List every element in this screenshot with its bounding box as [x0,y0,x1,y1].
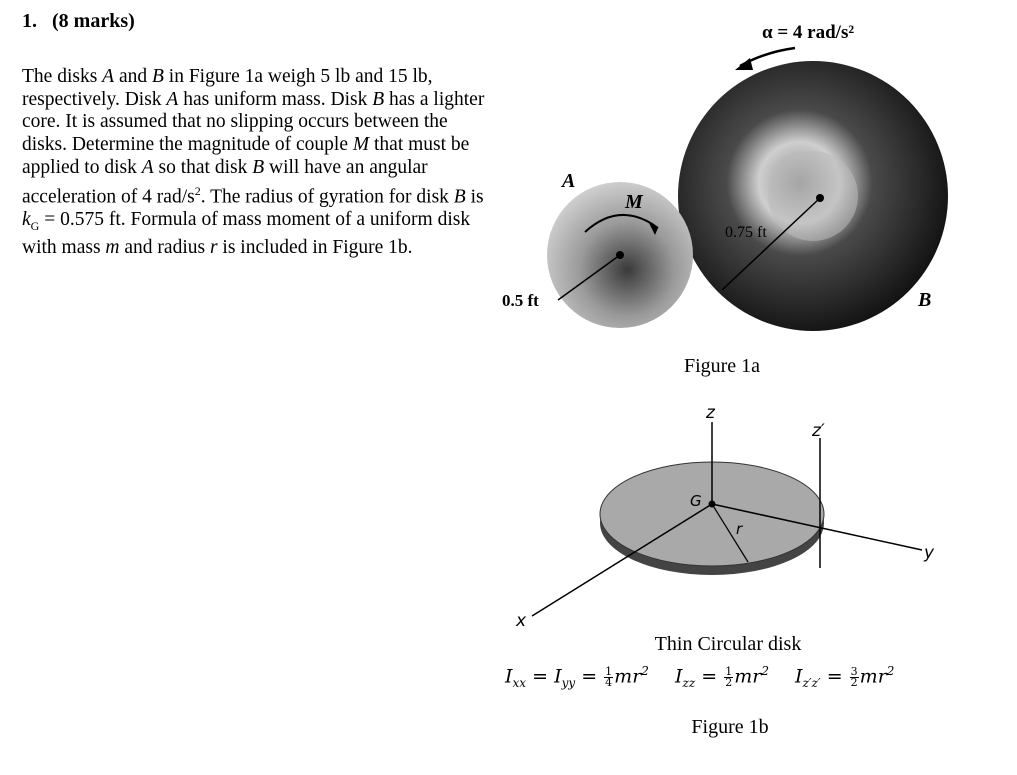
problem-segment: A [141,156,154,178]
problem-segment: will have an angular acceleration of 4 r… [22,156,428,208]
ixx-sub: xx [512,676,527,691]
equals: = [532,665,549,688]
problem-segment: A [166,88,179,110]
mr-term: mr [859,665,887,688]
problem-segment: B [252,156,265,178]
iyy-symbol: I [554,665,562,688]
problem-segment: = 0.575 ft. Formula of mass moment of a … [22,208,471,259]
problem-segment: has a lighter core. It is assumed that n… [22,88,485,156]
problem-segment: B [453,186,466,208]
center-g [708,500,716,508]
problem-segment: is included in Figure 1b. [217,237,413,259]
frac-num: 3 [849,664,859,678]
problem-segment: The disks [22,66,103,87]
exponent: 2 [761,664,769,678]
problem-segment: r [209,237,218,259]
frac-num: 1 [604,664,614,678]
couple-arrowhead [648,221,658,235]
problem-segment: M [352,134,370,156]
exponent: 2 [641,664,649,678]
problem-segment: and [114,66,152,87]
question-marks: (8 marks) [52,10,135,32]
label-y: y [923,543,935,563]
problem-segment: m [105,237,120,259]
problem-segment: has uniform mass. Disk [178,88,373,110]
radius-line-b [721,197,821,291]
radius-line-r [711,503,749,563]
figure-1a: α = 4 rad/s² A M 0.5 ft 0.75 ft B Figure… [502,22,948,377]
izpzp-sub: z′z′ [802,676,821,691]
center-a [616,251,624,259]
problem-segment: that must be applied to disk [22,134,470,178]
disk-b-core [768,151,858,241]
frac-den: 2 [850,675,858,689]
problem-segment: B [372,88,385,110]
shape-name: Thin Circular disk [655,633,802,655]
figure-1b: z z′ y x G r Thin Circular disk [515,403,935,655]
question-number: 1. [22,10,37,32]
problem-segment: is [465,186,484,208]
figure-1b-caption: Figure 1b [691,716,769,738]
x-axis [531,503,713,617]
mr-term: mr [614,665,642,688]
problem-segment: 2 [194,183,201,198]
label-m: M [624,191,644,213]
label-radius-a: 0.5 ft [502,291,539,310]
equals: = [701,665,718,688]
label-z-prime: z′ [811,421,825,441]
exponent: 2 [886,664,895,678]
problem-segment: and radius [119,237,210,259]
label-z: z [705,403,716,423]
label-radius-b: 0.75 ft [725,224,767,241]
label-a: A [560,170,575,192]
problem-statement: The disks A and B in Figure 1a weigh 5 l… [22,66,492,260]
problem-segment: B [152,66,164,87]
equals: = [826,665,843,688]
izz-sub: zz [682,676,696,691]
problem-segment: A [102,66,115,87]
label-b: B [917,289,931,311]
equals: = [581,665,598,688]
problem-segment: . The radius of gyration for disk [200,186,454,208]
problem-segment: k [22,208,31,230]
izz-symbol: I [675,665,683,688]
ixx-symbol: I [505,665,513,688]
iyy-sub: yy [561,676,576,691]
figure-1a-caption: Figure 1a [684,355,760,377]
problem-segment: so that disk [153,156,253,178]
label-r: r [736,520,743,538]
label-g: G [690,492,702,510]
question-heading: 1. (8 marks) [22,10,135,33]
frac-den: 4 [605,675,613,689]
problem-segment: in Figure 1a weigh 5 lb and 15 lb, respe… [22,66,433,110]
frac-num: 1 [724,664,734,678]
frac-den: 2 [725,675,733,689]
y-axis [711,503,923,551]
label-x: x [515,611,527,631]
mr-term: mr [734,665,762,688]
problem-segment: G [30,218,40,233]
alpha-arrowhead [735,58,753,70]
problem-text: The disks A and B in Figure 1a weigh 5 l… [22,66,492,260]
center-b [816,194,824,202]
radius-line-a [557,254,621,301]
izpzp-symbol: I [795,665,803,688]
alpha-label: α = 4 rad/s² [762,22,854,43]
